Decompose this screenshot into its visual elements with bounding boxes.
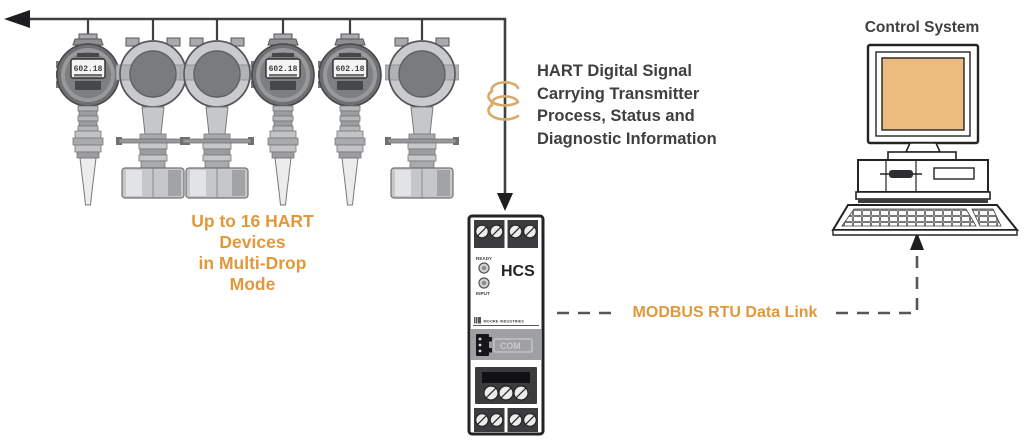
control-system-label: Control System xyxy=(864,19,980,36)
hart-device-flow-6 xyxy=(385,37,459,199)
keyboard-keys xyxy=(841,208,977,227)
hcs-module: READY INPUT HCS MOORE INDUSTRIES COM xyxy=(467,214,545,436)
multidrop-label-line: in Multi-Drop xyxy=(198,253,307,273)
multidrop-label-line: Up to 16 HART xyxy=(191,211,314,231)
hart-signal-label: HART Digital Signal Carrying Transmitter… xyxy=(537,60,767,150)
hart-device-temperature-5: 602.18 xyxy=(318,33,382,206)
keyboard xyxy=(831,204,1020,236)
terminal-strip xyxy=(75,81,101,90)
hart-signal-line: Diagnostic Information xyxy=(537,129,717,148)
hart-device-temperature-1: 602.18 xyxy=(56,33,120,206)
hart-signal-line: HART Digital Signal xyxy=(537,62,692,80)
hart-device-flow-3 xyxy=(180,37,254,199)
modbus-link-label: MODBUS RTU Data Link xyxy=(632,304,818,321)
multidrop-label-line: Mode xyxy=(229,274,276,294)
floppy-drive-icon xyxy=(889,170,913,178)
control-system-computer xyxy=(831,43,1020,236)
lcd-reading: 602.18 xyxy=(74,65,103,74)
led-input-label: INPUT xyxy=(476,291,490,296)
hart-device-flow-2 xyxy=(116,37,190,199)
lcd-reading: 602.18 xyxy=(269,65,298,74)
brand-label: MOORE INDUSTRIES xyxy=(484,320,525,324)
led-ready-label: READY xyxy=(476,256,492,261)
lcd-reading: 602.18 xyxy=(336,65,365,74)
hart-signal-line: Carrying Transmitter xyxy=(537,84,700,103)
device-drop-lines xyxy=(86,19,424,40)
model-label: HCS xyxy=(501,263,535,280)
arrow-down-icon xyxy=(497,193,513,211)
com-port-label: COM xyxy=(500,341,521,351)
multidrop-label: Up to 16 HART Devices in Multi-Drop Mode xyxy=(150,211,355,295)
hart-device-temperature-4: 602.18 xyxy=(251,33,315,206)
com-connector xyxy=(476,334,489,356)
monitor-screen xyxy=(881,57,965,131)
hart-trunk-line xyxy=(22,17,507,198)
keyboard-numpad xyxy=(971,208,1002,227)
bottom-terminal-blocks xyxy=(474,367,538,432)
monitor xyxy=(866,43,980,161)
computer-tower xyxy=(855,159,991,203)
lcd-display xyxy=(70,58,106,79)
drive-bay xyxy=(933,167,975,180)
multidrop-label-line: Devices xyxy=(219,232,286,252)
modbus-dash-right xyxy=(836,248,919,315)
thermowell-probe xyxy=(79,157,97,206)
arrow-up-icon xyxy=(910,232,924,250)
hart-signal-line: Process, Status and xyxy=(537,107,695,125)
coil-icon xyxy=(487,81,520,121)
arrow-left-icon xyxy=(4,10,30,28)
top-terminal-blocks xyxy=(474,220,538,248)
